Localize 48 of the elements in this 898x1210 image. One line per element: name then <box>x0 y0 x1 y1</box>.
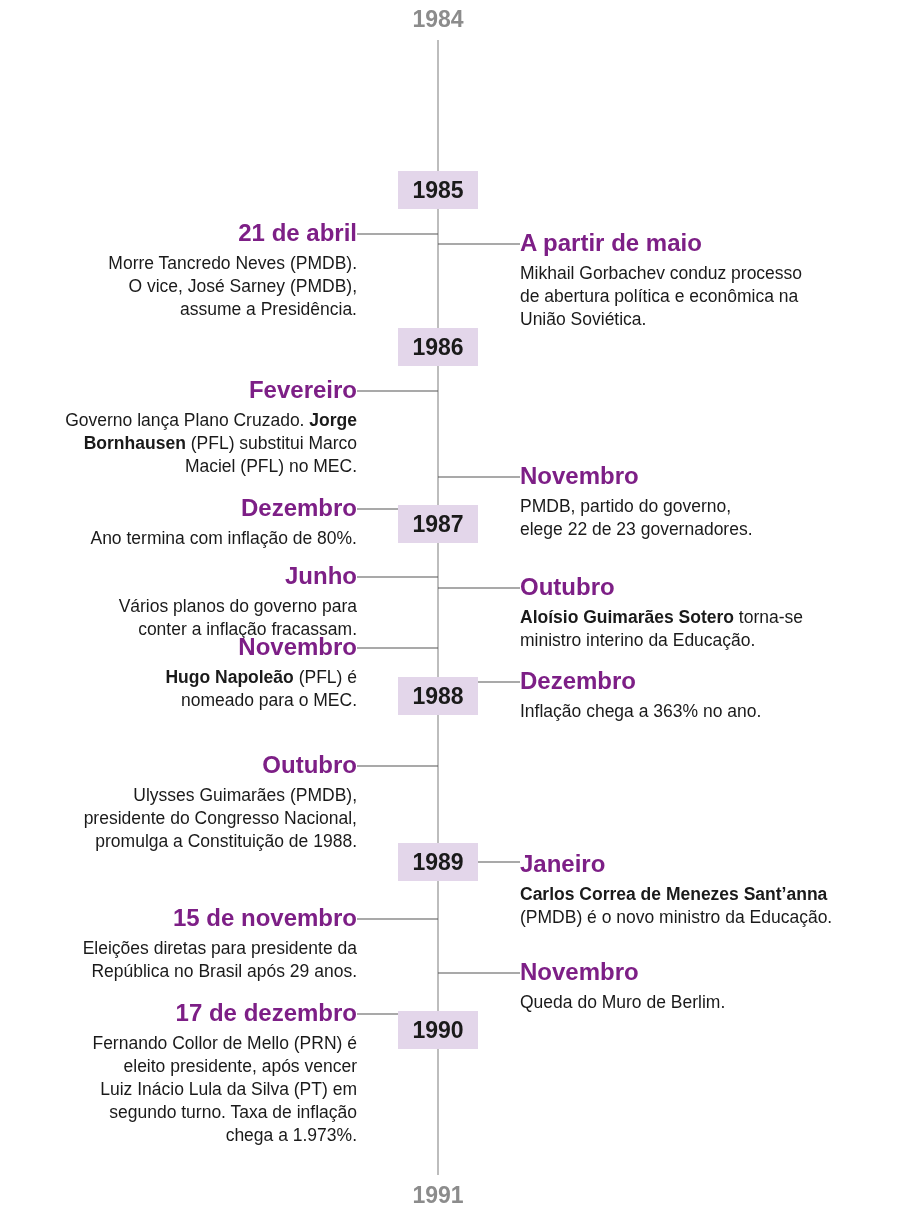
event-date: Fevereiro <box>248 375 357 405</box>
event-date: Dezembro <box>520 666 637 696</box>
year-marker: 1988 <box>398 677 478 715</box>
leader-line <box>356 233 439 235</box>
event-description: Aloísio Guimarães Sotero torna-se ministro interino da Educação. <box>520 606 804 652</box>
leader-line <box>437 243 521 245</box>
event-description: Ulysses Guimarães (PMDB), presidente do Congresso Nacional, promulga a Constituição de 1988. <box>82 784 357 853</box>
event-date: Janeiro <box>520 849 606 879</box>
event-description: Carlos Correa de Menezes Sant’anna (PMDB) é o novo ministro da Educação. <box>520 883 834 929</box>
event-description: Queda do Muro de Berlim. <box>520 991 727 1014</box>
event-date: Junho <box>285 561 357 591</box>
event-date: 21 de abril <box>238 218 357 248</box>
event-date: Outubro <box>262 750 357 780</box>
leader-line <box>356 576 439 578</box>
leader-line <box>437 587 521 589</box>
event-description: Eleições diretas para presidente da República no Brasil após 29 anos. <box>81 937 357 983</box>
leader-line <box>437 972 521 974</box>
year-label: 1991 <box>411 1182 465 1209</box>
leader-line <box>477 861 521 863</box>
event-date: A partir de maio <box>520 228 702 258</box>
event-date: Dezembro <box>240 493 357 523</box>
event-date: Novembro <box>520 957 639 987</box>
event-description: Ano termina com inflação de 80%. <box>89 527 357 550</box>
leader-line <box>356 508 399 510</box>
year-marker: 1989 <box>398 843 478 881</box>
event-date: Novembro <box>520 461 639 491</box>
year-marker: 1986 <box>398 328 478 366</box>
event-description: Fernando Collor de Mello (PRN) é eleito presidente, após vencer Luiz Inácio Lula da Silva (PT) em segundo turno. Taxa de inflação chega a 1.973%. <box>91 1032 357 1147</box>
event-description: PMDB, partido do governo, elege 22 de 23 governadores. <box>520 495 754 541</box>
year-marker: 1985 <box>398 171 478 209</box>
year-marker: 1990 <box>398 1011 478 1049</box>
leader-line <box>356 918 439 920</box>
event-description: Hugo Napoleão (PFL) é nomeado para o MEC. <box>164 666 357 712</box>
leader-line <box>477 681 521 683</box>
year-label: 1984 <box>411 6 465 33</box>
event-description: Morre Tancredo Neves (PMDB). O vice, José Sarney (PMDB), assume a Presidência. <box>107 252 357 321</box>
leader-line <box>437 476 521 478</box>
year-marker: 1987 <box>398 505 478 543</box>
event-description: Mikhail Gorbachev conduz processo de abertura política e econômica na União Soviética. <box>520 262 804 331</box>
leader-line <box>356 390 439 392</box>
event-date: 17 de dezembro <box>175 998 357 1028</box>
leader-line <box>356 1013 399 1015</box>
event-description: Inflação chega a 363% no ano. <box>520 700 763 723</box>
event-date: 15 de novembro <box>172 903 357 933</box>
leader-line <box>356 765 439 767</box>
event-date: Outubro <box>520 572 615 602</box>
event-description: Governo lança Plano Cruzado. Jorge Bornhausen (PFL) substitui Marco Maciel (PFL) no MEC. <box>65 409 357 478</box>
leader-line <box>356 647 439 649</box>
